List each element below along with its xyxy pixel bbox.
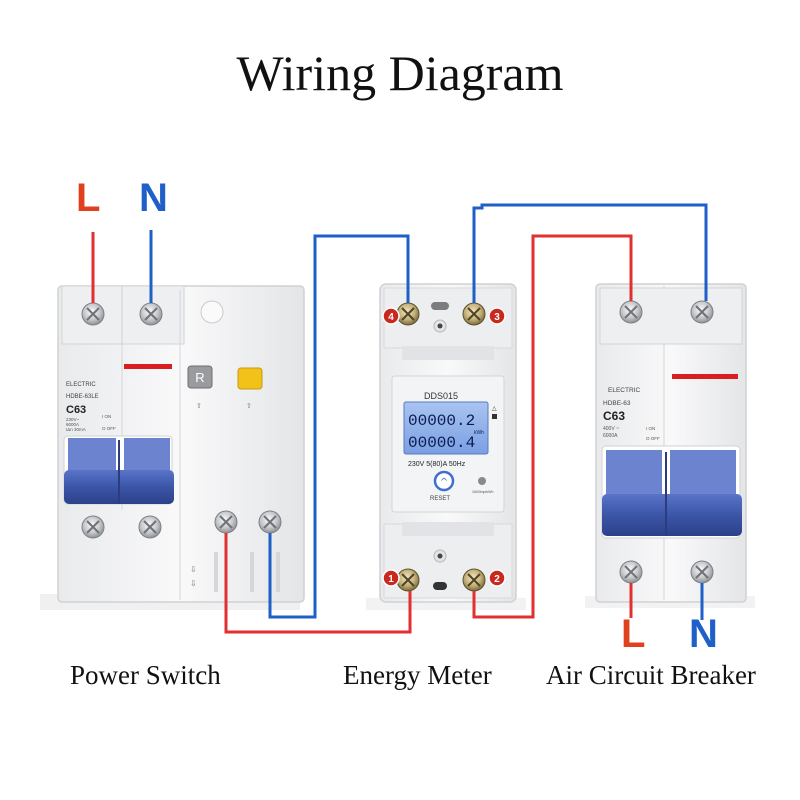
breaker-bottom-screw-line: [619, 560, 643, 584]
small-marking: ⇧: [246, 402, 252, 410]
svg-text:3: 3: [494, 312, 500, 323]
terminal-3-badge: 3: [488, 307, 506, 325]
caption-air-circuit-breaker: Air Circuit Breaker: [546, 660, 756, 690]
terminal-1-screw: [396, 568, 420, 592]
switch-rating: C63: [66, 404, 86, 416]
breaker-top-screw-neutral: [690, 300, 714, 324]
breaker-spec-1: 400V ~: [603, 426, 619, 432]
caption-power-switch: Power Switch: [70, 660, 221, 690]
meter-unit: kWh: [474, 430, 484, 436]
line-label-bottom: L: [621, 612, 646, 656]
reset-button[interactable]: [187, 365, 213, 389]
neutral-label-top: N: [139, 176, 168, 220]
switch-top-screw-line: [81, 302, 105, 326]
caption-energy-meter: Energy Meter: [343, 660, 492, 690]
power-switch: ELECTRIC HDBE-63LE C63 230V~ 6000A IΔn 3…: [40, 285, 305, 610]
terminal-1-badge: 1: [382, 569, 400, 587]
red-indicator-bar: [124, 364, 172, 369]
rcd-output-screw: [214, 510, 238, 534]
switch-spec-2: 6000A: [66, 422, 79, 427]
air-circuit-breaker: ELECTRIC HDBE-63 C63 400V ~ 6000A I ON O…: [585, 283, 755, 608]
switch-spec-1: 230V~: [66, 417, 80, 422]
meter-reading-1: 00000.2: [408, 412, 475, 430]
breaker-off-label: O OFF: [646, 436, 660, 441]
line-wire-meter-to-breaker: [472, 234, 633, 619]
small-marking: ⇩: [190, 565, 197, 574]
breaker-brand: ELECTRIC: [608, 387, 640, 394]
line-label-top: L: [76, 176, 101, 220]
test-button[interactable]: [237, 367, 263, 390]
meter-rating: 230V 5(80)A 50Hz: [408, 461, 466, 468]
meter-reading-2: 00000.4: [408, 434, 475, 452]
breaker-model: HDBE-63: [603, 400, 631, 407]
terminal-4-screw: [396, 302, 420, 326]
switch-handle[interactable]: [63, 435, 174, 505]
meter-lcd: [403, 401, 489, 455]
wires: [91, 203, 708, 634]
switch-brand: ELECTRIC: [66, 382, 96, 388]
meter-reset-button[interactable]: [433, 470, 455, 492]
energy-meter: DDS015 00000.2 00000.4 kWh △ 230V 5(80)A…: [366, 283, 526, 610]
neutral-wire-meter-to-breaker: [472, 203, 708, 303]
breaker-red-bar: [672, 374, 738, 379]
svg-text:1: 1: [388, 574, 394, 585]
neutral-wire-switch-to-meter: [268, 234, 410, 619]
breaker-bottom-screw-neutral: [690, 560, 714, 584]
switch-bottom-screw: [138, 515, 162, 539]
reset-button-label: R: [195, 370, 204, 385]
switch-off-label: O OFF: [102, 426, 116, 431]
switch-on-label: I ON: [102, 414, 111, 419]
terminal-2-screw: [462, 568, 486, 592]
breaker-rating: C63: [603, 409, 625, 423]
small-marking: △: [492, 406, 497, 412]
switch-bottom-screw: [81, 515, 105, 539]
pulse-led: [478, 477, 486, 485]
rcd-output-screw: [258, 510, 282, 534]
svg-text:2: 2: [494, 574, 500, 585]
terminal-2-badge: 2: [488, 569, 506, 587]
svg-text:4: 4: [388, 312, 394, 323]
switch-model: HDBE-63LE: [66, 394, 99, 400]
terminal-4-badge: 4: [382, 307, 400, 325]
small-marking: ⇩: [190, 579, 197, 588]
terminal-3-screw: [462, 302, 486, 326]
breaker-top-screw-line: [619, 300, 643, 324]
switch-top-screw-neutral: [139, 302, 163, 326]
meter-imp: 1600imp/kWh: [472, 490, 493, 494]
breaker-spec-2: 6000A: [603, 433, 618, 439]
switch-spec-3: IΔn 30mA: [66, 427, 86, 432]
breaker-handle[interactable]: [601, 445, 742, 539]
breaker-on-label: I ON: [646, 426, 655, 431]
meter-model: DDS015: [424, 391, 458, 401]
small-marking: ⇧: [196, 402, 202, 410]
line-wire-switch-to-meter: [224, 533, 412, 634]
chevron-up-icon: ^: [440, 477, 448, 488]
diagram-title: Wiring Diagram: [236, 45, 564, 101]
meter-reset-label: RESET: [430, 496, 450, 502]
